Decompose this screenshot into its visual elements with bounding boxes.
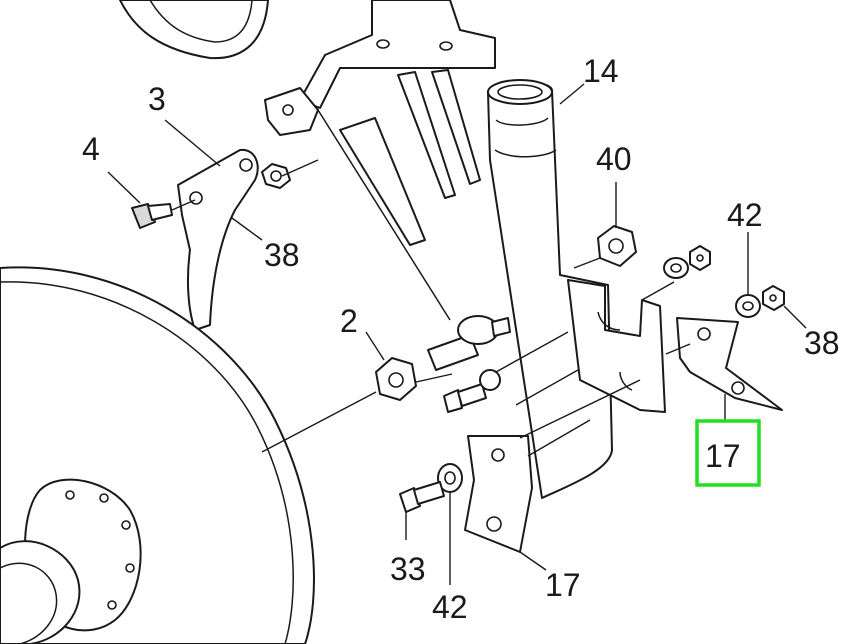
washer-42-bottom — [437, 463, 463, 493]
top-arch-part — [119, 0, 269, 60]
bolt-33 — [399, 481, 445, 513]
callout-17-bottom[interactable]: 17 — [545, 567, 581, 603]
disc-hub — [0, 478, 142, 644]
callout-38-left[interactable]: 38 — [264, 237, 300, 273]
bracket-struts — [317, 69, 481, 321]
nut-2 — [375, 357, 417, 401]
callout-4[interactable]: 4 — [82, 131, 100, 167]
callout-40[interactable]: 40 — [596, 141, 632, 177]
highlight-box-part-17[interactable] — [695, 419, 761, 487]
bolt-middle — [443, 369, 501, 413]
nut-38-right — [762, 285, 785, 311]
callout-33[interactable]: 33 — [390, 551, 426, 587]
leader-lines — [107, 83, 807, 585]
callout-3[interactable]: 3 — [148, 81, 166, 117]
mounting-bracket — [264, 0, 496, 136]
washer-42-right — [735, 294, 761, 318]
callout-2[interactable]: 2 — [340, 303, 358, 339]
washer-nut-middle — [663, 245, 711, 279]
part-17-bottom-plate — [464, 435, 533, 553]
callout-14[interactable]: 14 — [583, 53, 619, 89]
part-4-bolt — [131, 199, 196, 229]
part-2-pivot-pin — [427, 315, 511, 371]
nut-40 — [597, 225, 637, 267]
part-17-right-plate — [676, 317, 783, 411]
callout-42-bottom[interactable]: 42 — [432, 589, 468, 625]
callout-38-right[interactable]: 38 — [804, 325, 840, 361]
callout-42-top[interactable]: 42 — [727, 197, 763, 233]
nut-38-arm — [261, 163, 291, 189]
callout-17-highlight[interactable]: 17 — [705, 438, 741, 474]
part-3-curved-arm — [177, 148, 259, 331]
